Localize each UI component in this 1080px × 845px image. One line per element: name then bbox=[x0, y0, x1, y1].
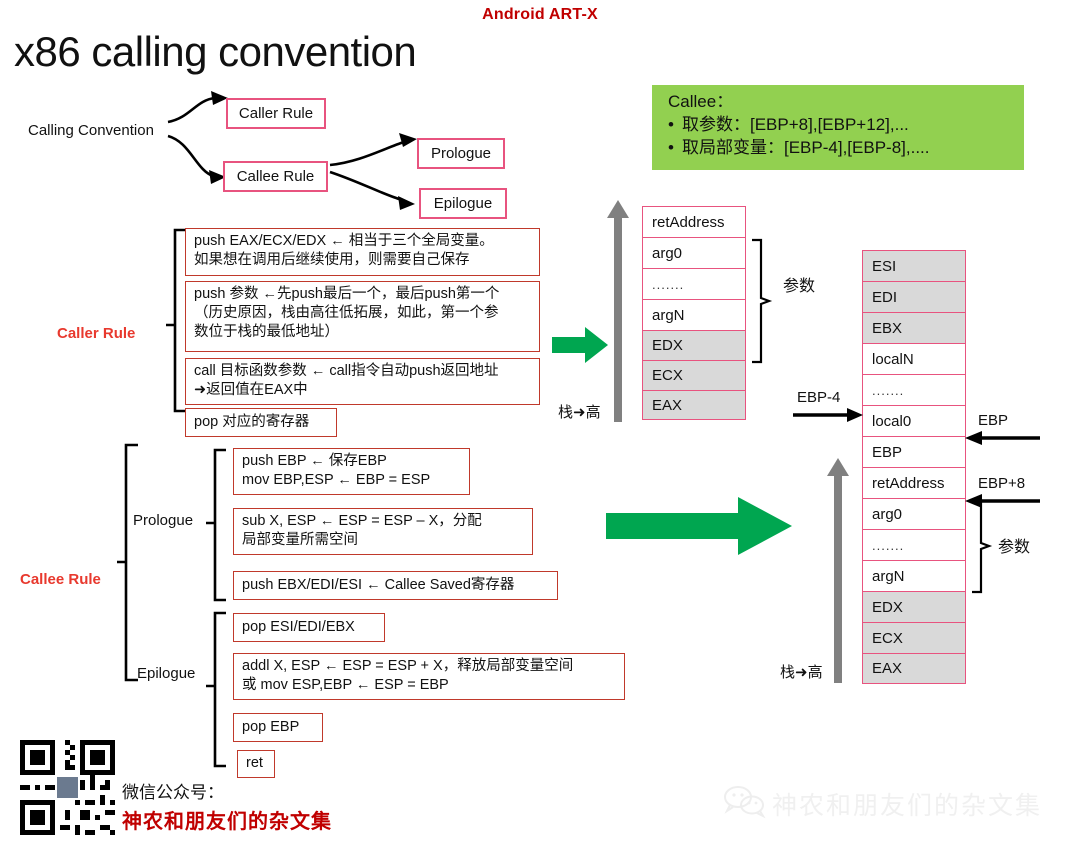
tree-node-prologue[interactable]: Prologue bbox=[417, 138, 505, 169]
caller-step-0[interactable]: push EAX/ECX/EDX ← 相当于三个全局变量。 如果想在调用后继续使… bbox=[185, 228, 540, 276]
stack-direction-arrow-1 bbox=[607, 200, 629, 422]
watermark-text: 神农和朋友们的杂文集 bbox=[772, 793, 1043, 820]
caller-rule-label: Caller Rule bbox=[57, 325, 136, 342]
qr-code-image bbox=[15, 735, 120, 840]
stack-row: EDX bbox=[642, 330, 746, 360]
stack-row: retAddress bbox=[642, 206, 746, 237]
brand-title: Android ART-X bbox=[482, 6, 598, 23]
caller-rule-brace bbox=[166, 228, 188, 413]
bullet-icon: • bbox=[668, 114, 674, 134]
caller-step-3[interactable]: pop 对应的寄存器 bbox=[185, 408, 337, 437]
stack-row: localN bbox=[862, 343, 966, 374]
prologue-step-2[interactable]: push EBX/EDI/ESI ← Callee Saved寄存器 bbox=[233, 571, 558, 600]
stack-row: EAX bbox=[642, 390, 746, 420]
epilogue-step-0[interactable]: pop ESI/EDI/EBX bbox=[233, 613, 385, 642]
stack-row: local0 bbox=[862, 405, 966, 436]
epilogue-label: Epilogue bbox=[137, 665, 196, 682]
callee-rule-label: Callee Rule bbox=[20, 571, 101, 588]
stack-direction-label-2: 栈➜高 bbox=[780, 664, 823, 681]
tree-node-caller-rule[interactable]: Caller Rule bbox=[226, 98, 326, 129]
tree-connectors bbox=[167, 91, 417, 210]
pointer-label-ebp-minus-4: EBP-4 bbox=[797, 389, 841, 406]
stack-row: EAX bbox=[862, 653, 966, 684]
stack-row: ....... bbox=[862, 529, 966, 560]
bullet-icon: • bbox=[668, 137, 674, 157]
stack-row: ESI bbox=[862, 250, 966, 281]
stack-row: EDI bbox=[862, 281, 966, 312]
stack-row: ....... bbox=[862, 374, 966, 405]
epilogue-step-3[interactable]: ret bbox=[237, 750, 275, 778]
stack-row: EBP bbox=[862, 436, 966, 467]
stack-callee-args-brace bbox=[972, 498, 993, 594]
tree-root-label: Calling Convention bbox=[28, 122, 154, 139]
prologue-step-1[interactable]: sub X, ESP ← ESP = ESP – X，分配 局部变量所需空间 bbox=[233, 508, 533, 555]
epilogue-step-1[interactable]: addl X, ESP ← ESP = ESP + X，释放局部变量空间 或 m… bbox=[233, 653, 625, 700]
green-arrow-large-icon bbox=[606, 497, 792, 555]
stack-row: retAddress bbox=[862, 467, 966, 498]
tree-node-callee-rule[interactable]: Callee Rule bbox=[223, 161, 328, 192]
stack-row: ECX bbox=[862, 622, 966, 653]
wechat-account-name: 神农和朋友们的杂文集 bbox=[122, 811, 332, 833]
caller-step-2[interactable]: call 目标函数参数 ← call指令自动push返回地址 ➜返回值在EAX中 bbox=[185, 358, 540, 405]
stack-direction-label-1: 栈➜高 bbox=[558, 404, 601, 421]
stack-row: EDX bbox=[862, 591, 966, 622]
tree-node-epilogue[interactable]: Epilogue bbox=[419, 188, 507, 219]
callout-title: Callee： bbox=[668, 92, 734, 111]
stack-caller-args-label: 参数 bbox=[783, 278, 816, 295]
stack-row: arg0 bbox=[862, 498, 966, 529]
pointer-arrow-ebp bbox=[965, 431, 1040, 445]
callee-rule-brace bbox=[117, 443, 138, 682]
pointer-arrow-ebp-minus-4 bbox=[793, 408, 863, 422]
epilogue-brace bbox=[206, 611, 226, 768]
prologue-label: Prologue bbox=[133, 512, 194, 529]
stack-callee: ESI EDI EBX localN ....... local0 EBP re… bbox=[862, 250, 966, 684]
caller-step-1[interactable]: push 参数 ←先push最后一个，最后push第一个 （历史原因，栈由高往低… bbox=[185, 281, 540, 352]
pointer-label-ebp-plus-8: EBP+8 bbox=[978, 475, 1026, 492]
prologue-brace bbox=[206, 448, 226, 602]
stack-direction-arrow-2 bbox=[827, 458, 849, 683]
stack-row: EBX bbox=[862, 312, 966, 343]
stack-caller: retAddress arg0 ....... argN EDX ECX EAX bbox=[642, 206, 746, 420]
prologue-step-0[interactable]: push EBP ← 保存EBP mov EBP,ESP ← EBP = ESP bbox=[233, 448, 470, 495]
callout-item-1: •取局部变量：[EBP-4],[EBP-8],.... bbox=[668, 137, 1014, 160]
stack-callee-args-label: 参数 bbox=[998, 539, 1031, 556]
stack-caller-args-brace bbox=[752, 238, 773, 364]
page-title: x86 calling convention bbox=[14, 28, 417, 75]
pointer-label-ebp: EBP bbox=[978, 412, 1009, 429]
stack-row: argN bbox=[642, 299, 746, 330]
stack-row: arg0 bbox=[642, 237, 746, 268]
wechat-label: 微信公众号： bbox=[122, 783, 224, 802]
stack-row: ECX bbox=[642, 360, 746, 390]
stack-row: argN bbox=[862, 560, 966, 591]
callee-callout: Callee： •取参数：[EBP+8],[EBP+12],... •取局部变量… bbox=[652, 85, 1024, 170]
wechat-logo-icon bbox=[724, 786, 766, 819]
epilogue-step-2[interactable]: pop EBP bbox=[233, 713, 323, 742]
stack-row: ....... bbox=[642, 268, 746, 299]
green-arrow-small-icon bbox=[552, 327, 608, 363]
callout-item-0: •取参数：[EBP+8],[EBP+12],... bbox=[668, 114, 1014, 137]
